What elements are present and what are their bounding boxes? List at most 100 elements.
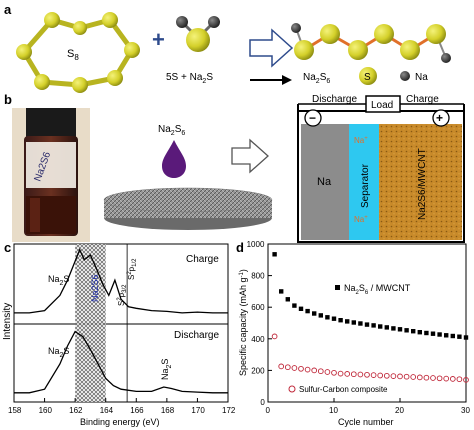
legend-marker-na2s6: [335, 285, 340, 290]
xps-peak-na2s-charge: Na2S: [48, 274, 69, 287]
capacity-point-sulfur-carbon: [463, 377, 469, 383]
legend-sodium-ball: [400, 71, 410, 81]
xps-discharge-label: Discharge: [174, 330, 219, 341]
capacity-point-na2s6: [272, 252, 277, 257]
plus-terminal-label: +: [436, 111, 443, 125]
load-box: [365, 95, 401, 113]
capacity-y-tick-label: 1000: [247, 240, 265, 249]
xps-charge-label: Charge: [186, 254, 219, 265]
s8-label: S8: [67, 48, 79, 62]
separator-label: Separator: [360, 163, 371, 208]
xps-peak-na2s-right: Na2S: [160, 359, 173, 380]
capacity-x-tick-label: 10: [329, 406, 338, 415]
drop-icon: [162, 140, 186, 178]
capacity-point-na2s6: [312, 311, 317, 316]
capacity-point-na2s6: [378, 324, 383, 329]
capacity-point-na2s6: [444, 333, 449, 338]
na2s-molecule: [176, 16, 220, 52]
capacity-point-na2s6: [437, 332, 442, 337]
capacity-point-sulfur-carbon: [397, 373, 403, 380]
capacity-point-sulfur-carbon: [337, 370, 344, 377]
xps-x-tick-label: 168: [161, 406, 175, 415]
legend-sulfur-ball: [359, 67, 377, 85]
capacity-x-tick-label: 20: [395, 406, 404, 415]
capacity-point-na2s6: [411, 329, 416, 334]
capacity-point-sulfur-carbon: [403, 373, 410, 380]
battery-schematic: Load Discharge Charge − + Na Separator N…: [297, 94, 465, 243]
capacity-point-sulfur-carbon: [383, 372, 390, 379]
panel-a-letter: a: [4, 2, 12, 17]
capacity-y-tick-label: 600: [251, 303, 265, 312]
capacity-point-sulfur-carbon: [278, 363, 285, 370]
capacity-y-tick-label: 0: [260, 398, 265, 407]
legend-sulfur-label: S: [364, 72, 371, 83]
capacity-point-sulfur-carbon: [291, 365, 298, 371]
xps-x-tick-label: 162: [69, 406, 83, 415]
panel-a: a S8 +: [4, 2, 451, 93]
capacity-point-sulfur-carbon: [436, 375, 443, 382]
capacity-point-na2s6: [371, 323, 376, 328]
na-ion-bottom: Na+: [354, 215, 368, 224]
capacity-point-sulfur-carbon: [298, 365, 304, 372]
xps-na2s6-region: [75, 244, 106, 402]
capacity-point-sulfur-carbon: [410, 374, 417, 380]
capacity-point-sulfur-carbon: [350, 371, 357, 378]
capacity-point-na2s6: [450, 333, 455, 339]
discharge-label: Discharge: [312, 94, 357, 105]
capacity-point-na2s6: [351, 320, 356, 325]
xps-x-tick-label: 170: [191, 406, 205, 415]
hollow-arrow-b-icon: [231, 138, 269, 174]
xps-marks: [14, 244, 228, 402]
capacity-x-tick-label: 0: [266, 406, 271, 415]
capacity-point-sulfur-carbon: [364, 371, 370, 378]
minus-terminal-icon: [304, 109, 322, 127]
capacity-point-sulfur-carbon: [449, 376, 456, 382]
capacity-marks: [271, 252, 469, 383]
capacity-point-na2s6: [404, 328, 409, 333]
legend-label-na2s6: Na2S6 / MWCNT: [344, 283, 411, 296]
charge-label: Charge: [406, 94, 439, 105]
cathode-layer: [379, 124, 462, 240]
minus-terminal-label: −: [309, 111, 316, 125]
xps-series-discharge: [14, 330, 228, 394]
capacity-point-sulfur-carbon: [423, 374, 430, 381]
legend-marker-sulfur-carbon: [288, 385, 296, 393]
capacity-point-sulfur-carbon: [416, 374, 423, 381]
capacity-point-na2s6: [292, 303, 297, 308]
solid-arrow-icon: [250, 75, 292, 85]
product-label: Na2S6: [303, 72, 330, 85]
sodium-electrode-label: Na: [317, 176, 332, 188]
panel-d-letter: d: [236, 240, 244, 255]
xps-x-tick-label: 172: [222, 406, 236, 415]
capacity-y-tick-label: 200: [251, 366, 265, 375]
na-ion-top: Na+: [354, 136, 368, 145]
reaction-label: 5S + Na2S: [166, 72, 213, 85]
cathode-label: Na2S6/MWCNT: [417, 148, 428, 220]
panel-b: b Na2S6 Na2S6: [4, 92, 465, 243]
capacity-point-sulfur-carbon: [357, 371, 364, 378]
xps-x-tick-label: 166: [130, 406, 144, 415]
capacity-x-tick-label: 30: [461, 406, 470, 415]
xps-x-tick-label: 158: [8, 406, 22, 415]
capacity-point-na2s6: [285, 297, 290, 302]
capacity-point-na2s6: [345, 319, 350, 324]
capacity-point-na2s6: [391, 326, 396, 331]
capacity-point-na2s6: [384, 325, 389, 330]
legend-sodium-label: Na: [415, 72, 428, 83]
capacity-point-sulfur-carbon: [271, 333, 278, 340]
legend-label-sulfur-carbon: Sulfur-Carbon composite: [299, 385, 388, 394]
na2s6-chain-molecule: [291, 23, 451, 63]
capacity-point-na2s6: [358, 321, 363, 326]
capacity-point-sulfur-carbon: [390, 373, 397, 379]
separator-layer: [349, 124, 379, 240]
capacity-point-na2s6: [463, 335, 469, 340]
capacity-point-sulfur-carbon: [344, 371, 351, 377]
vial-photo: Na2S6: [12, 108, 90, 242]
capacity-point-na2s6: [331, 316, 337, 321]
capacity-point-sulfur-carbon: [284, 364, 291, 371]
panel-c-letter: c: [4, 240, 11, 255]
panel-b-letter: b: [4, 92, 12, 107]
